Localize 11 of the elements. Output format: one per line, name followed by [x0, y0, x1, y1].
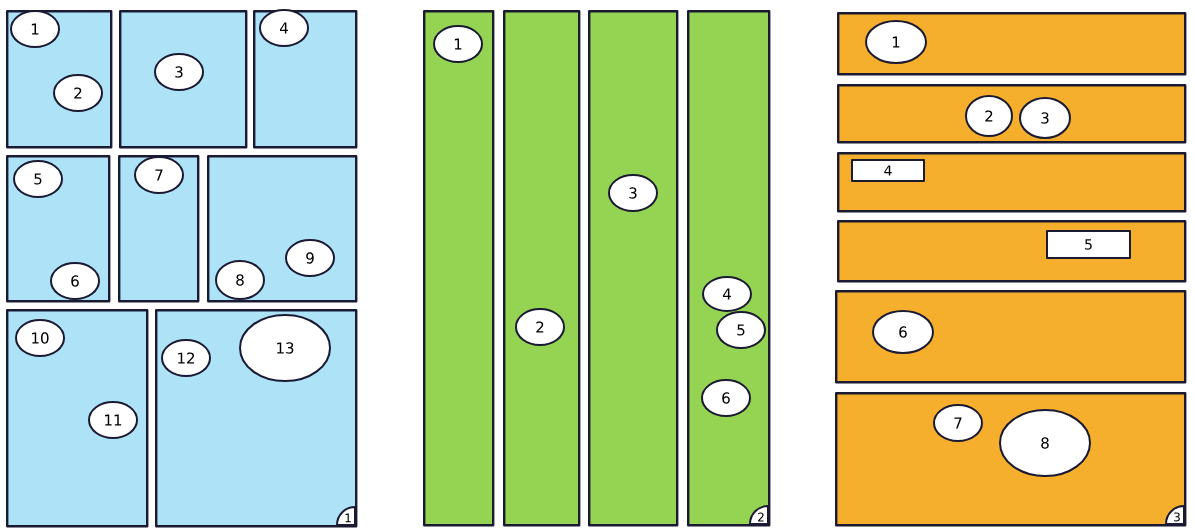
numbered-box: 5: [1046, 230, 1131, 259]
panel: [503, 10, 581, 527]
panel: [837, 152, 1187, 213]
panel: [837, 12, 1187, 76]
panel: [835, 290, 1187, 384]
panel: [6, 309, 149, 528]
panel: [253, 10, 358, 149]
panel: [423, 10, 495, 527]
panel: [119, 10, 248, 149]
panel: [588, 10, 679, 527]
numbered-box: 4: [851, 159, 925, 182]
